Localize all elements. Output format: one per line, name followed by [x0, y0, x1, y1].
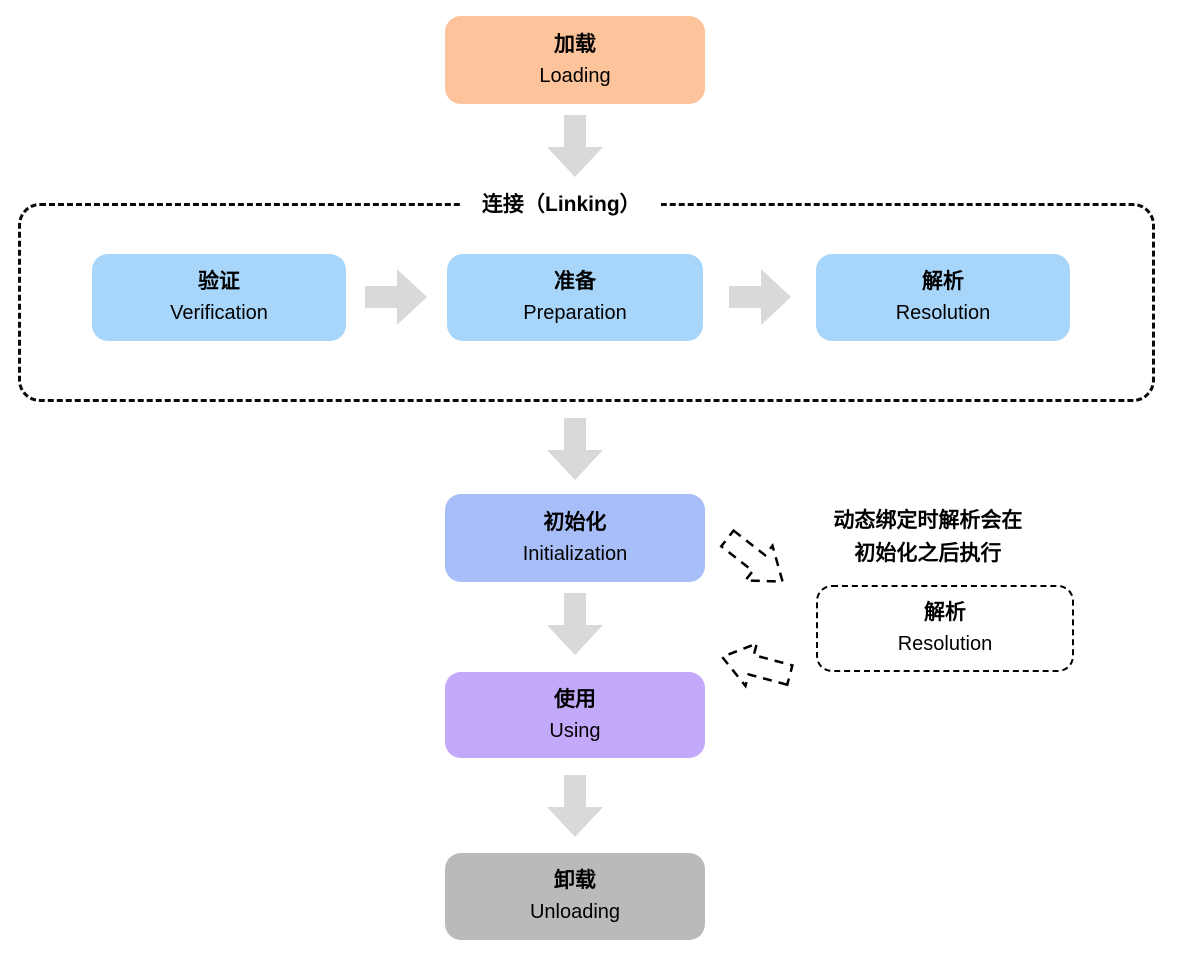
node-loading-label-en: Loading	[539, 64, 611, 87]
node-preparation: 准备 Preparation	[447, 254, 703, 341]
arrow-down-icon	[547, 418, 603, 480]
arrow-down-icon	[547, 775, 603, 837]
linking-group-container: 连接（Linking）	[18, 188, 1155, 402]
node-unloading-label-zh: 卸载	[554, 869, 596, 892]
node-resolution: 解析 Resolution	[816, 254, 1070, 341]
node-preparation-label-zh: 准备	[554, 270, 596, 293]
node-verification: 验证 Verification	[92, 254, 346, 341]
node-unloading: 卸载 Unloading	[445, 853, 705, 940]
node-resolution-dashed-label-zh: 解析	[924, 601, 966, 624]
node-resolution-label-en: Resolution	[895, 302, 991, 324]
arrow-right-icon	[729, 269, 791, 325]
annotation-line-1: 动态绑定时解析会在	[833, 509, 1023, 532]
arrow-right-icon	[365, 269, 427, 325]
node-initialization-label-en: Initialization	[522, 542, 628, 565]
node-resolution-label-zh: 解析	[922, 270, 964, 293]
node-preparation-label-en: Preparation	[523, 302, 627, 324]
dashed-arrow-down-right-icon	[719, 528, 785, 583]
node-resolution-dashed: 解析 Resolution	[816, 585, 1074, 672]
node-verification-label-zh: 验证	[198, 270, 240, 293]
node-loading-label-zh: 加载	[554, 32, 596, 56]
dynamic-binding-annotation: 动态绑定时解析会在 初始化之后执行	[793, 504, 1063, 570]
node-using: 使用 Using	[445, 672, 705, 758]
node-unloading-label-en: Unloading	[529, 901, 621, 923]
arrow-down-icon	[547, 115, 603, 177]
node-loading: 加载 Loading	[445, 16, 705, 104]
node-using-label-zh: 使用	[554, 687, 596, 711]
node-initialization-label-zh: 初始化	[543, 510, 607, 534]
arrow-down-icon	[547, 593, 603, 655]
linking-group-label: 连接（Linking）	[462, 188, 661, 222]
annotation-line-2: 初始化之后执行	[854, 542, 1002, 565]
node-verification-label-en: Verification	[170, 302, 268, 324]
node-initialization: 初始化 Initialization	[445, 494, 705, 582]
node-using-label-en: Using	[549, 719, 601, 742]
dashed-arrow-down-left-icon	[720, 641, 794, 689]
node-resolution-dashed-label-en: Resolution	[897, 633, 993, 655]
